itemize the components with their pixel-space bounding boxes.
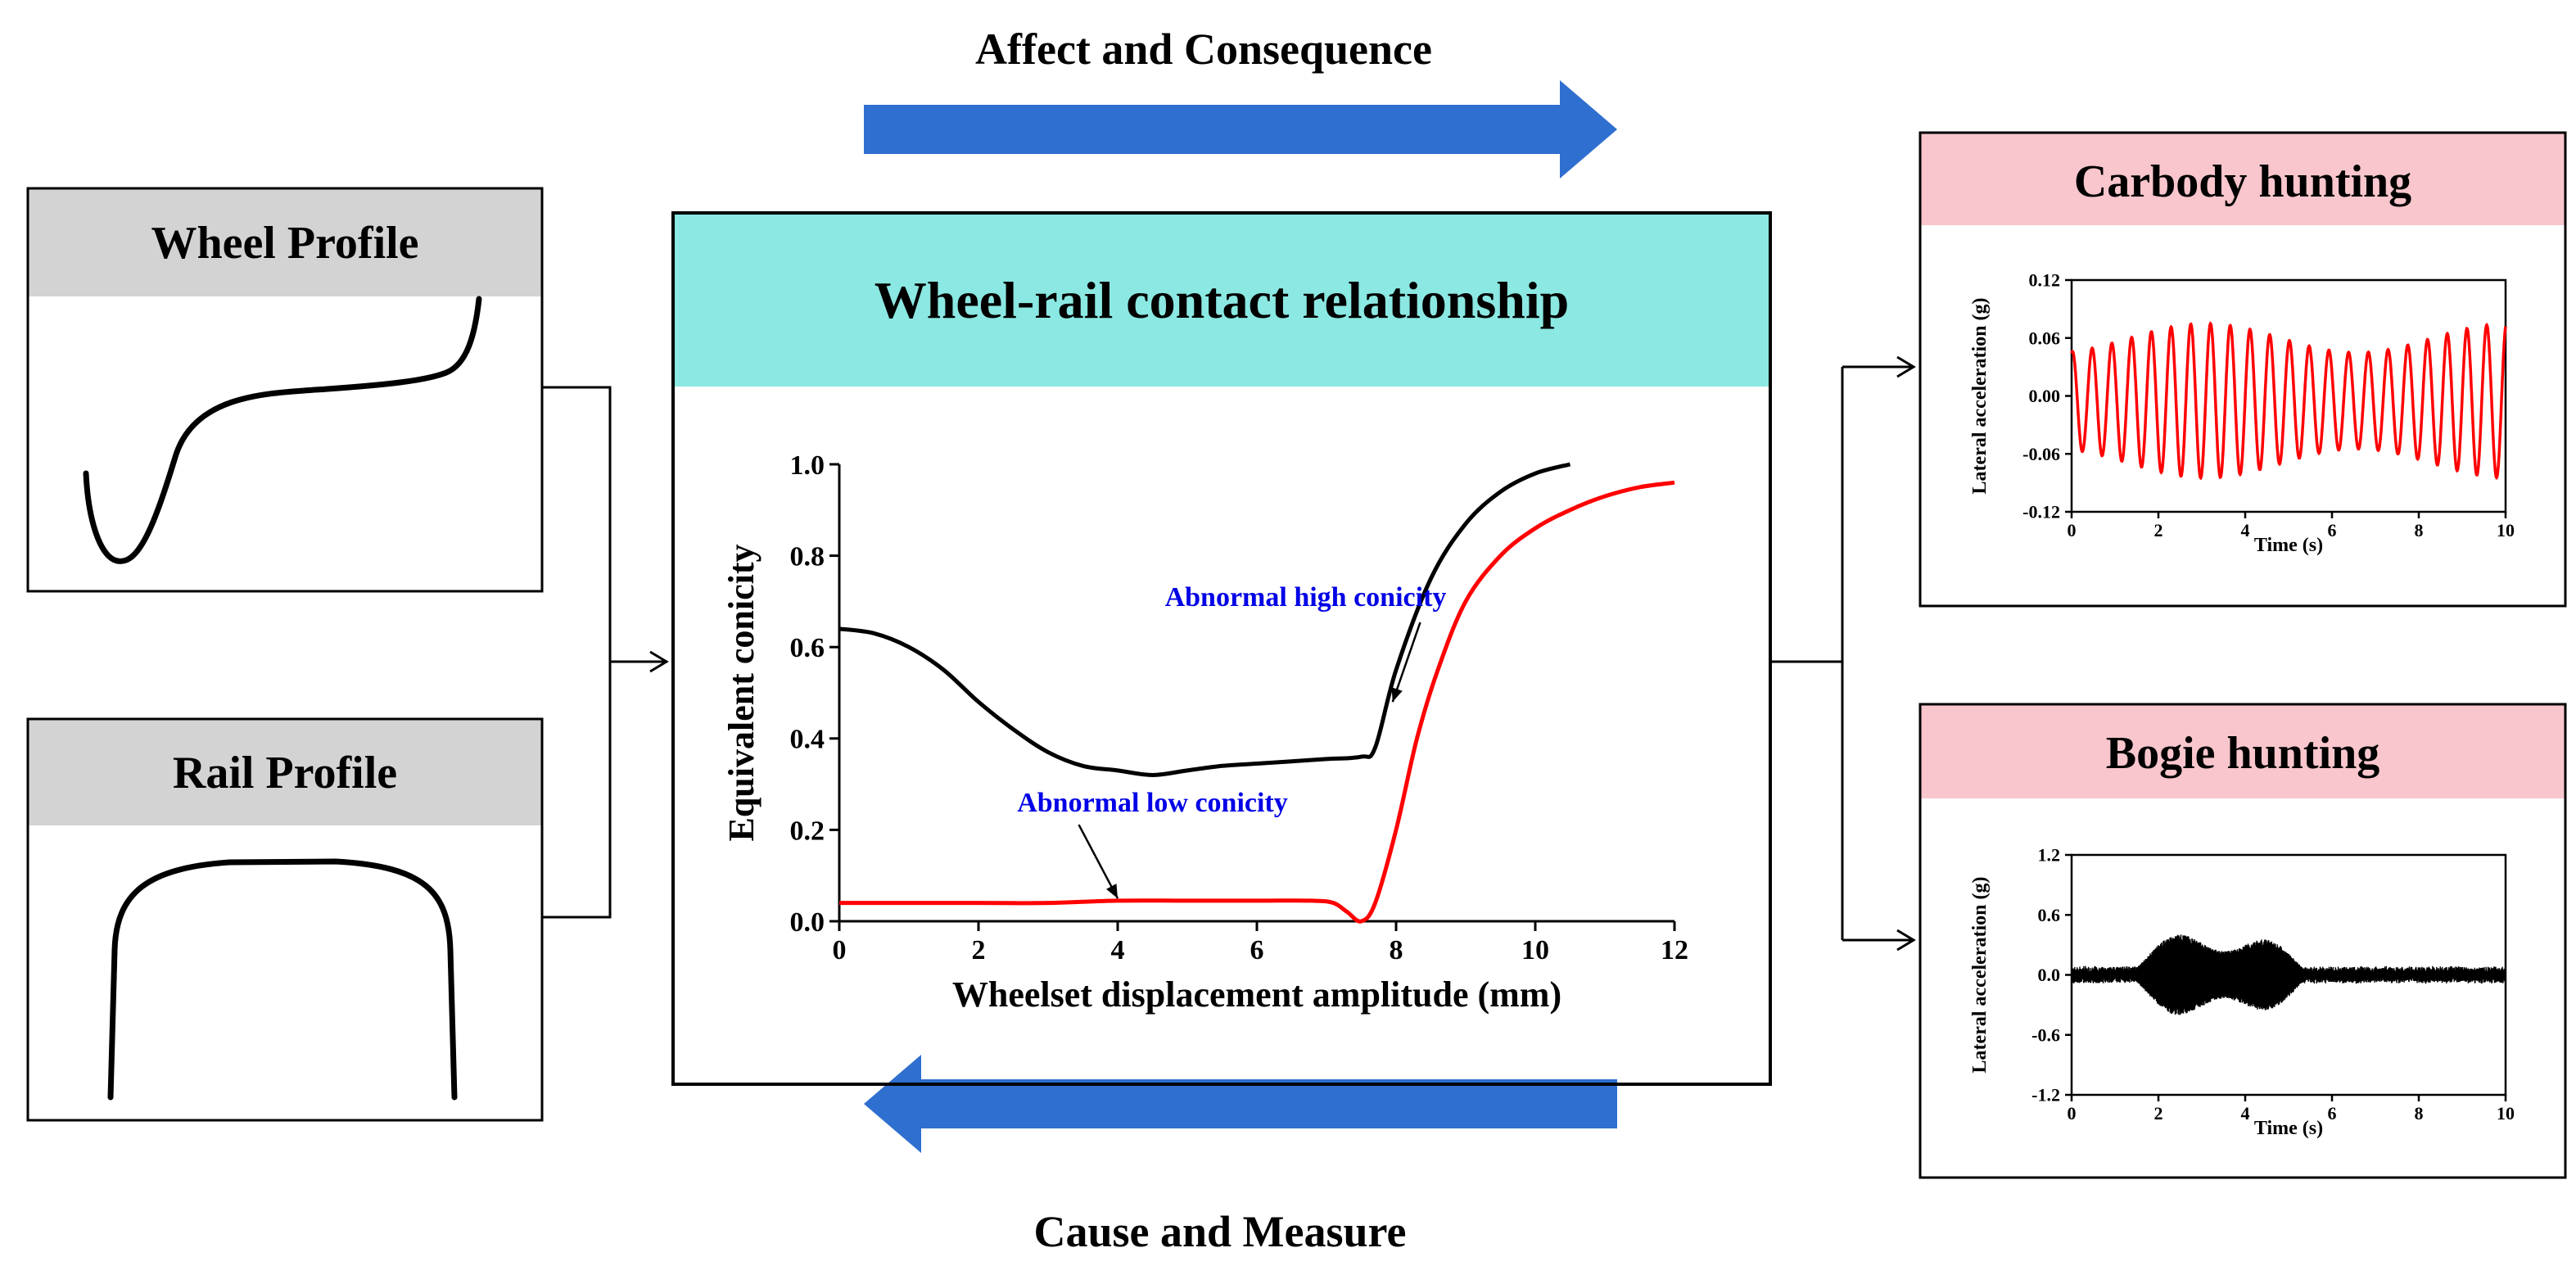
y-axis-label: Equivalent conicity xyxy=(721,544,762,841)
y-tick-label: 1.2 xyxy=(2038,845,2061,866)
rail-profile-border xyxy=(26,717,544,1122)
x-tick-label: 8 xyxy=(1390,935,1403,965)
y-axis-label: Lateral acceleration (g) xyxy=(1969,877,1991,1074)
wheel-profile-header xyxy=(28,188,542,296)
y-tick-label: 0.2 xyxy=(790,816,825,846)
x-axis-label: Time (s) xyxy=(2254,535,2323,556)
annotation-arrowhead xyxy=(1106,884,1118,899)
x-tick-label: 10 xyxy=(1521,935,1549,965)
y-tick-label: 0.0 xyxy=(2038,965,2061,985)
x-tick-label: 0 xyxy=(2068,520,2077,540)
x-tick-label: 10 xyxy=(2497,1103,2515,1124)
y-tick-label: -0.12 xyxy=(2022,502,2060,522)
bogie-hunting-panel: Bogie hunting 0 2 4 6 8 10 -1.2 -0.6 0.0 0.6 1.2Ti… xyxy=(1918,703,2567,1179)
right-connectors xyxy=(1770,355,1916,952)
x-tick-label: 6 xyxy=(2328,520,2337,540)
carbody-series xyxy=(2070,321,2507,481)
x-tick-label: 4 xyxy=(2241,520,2250,540)
carbody-panel-header xyxy=(1920,133,2565,225)
bogie-panel-border xyxy=(1918,703,2567,1179)
y-tick-label: 0.8 xyxy=(790,542,825,572)
center-panel: Wheel-rail contact relationship 0 2 4 6 8 10 1… xyxy=(671,211,1772,1086)
y-tick-label: 0.12 xyxy=(2029,270,2061,291)
x-tick-label: 10 xyxy=(2497,520,2515,540)
y-axis-label: Lateral acceleration (g) xyxy=(1969,298,1991,495)
y-tick-label: 1.0 xyxy=(790,450,825,481)
x-tick-label: 2 xyxy=(2154,520,2163,540)
left-connectors xyxy=(542,386,669,919)
center-panel-border xyxy=(671,211,1772,1086)
wheel-profile-border xyxy=(26,187,544,593)
rail-profile-curve xyxy=(107,858,458,1101)
rail-profile-panel: Rail Profile xyxy=(26,717,544,1122)
right-arrow-icon xyxy=(864,80,1617,179)
carbody-panel-border xyxy=(1918,131,2567,608)
y-tick-label: -1.2 xyxy=(2031,1085,2060,1105)
y-tick-label: 0.06 xyxy=(2029,328,2061,348)
x-axis-label: Wheelset displacement amplitude (mm) xyxy=(952,974,1561,1015)
x-tick-label: 6 xyxy=(1250,935,1264,965)
rail-profile-title: Rail Profile xyxy=(173,748,397,798)
x-axis-label: Time (s) xyxy=(2254,1118,2323,1139)
annotation-arrow-line xyxy=(1391,622,1421,703)
rail-profile-header xyxy=(28,719,542,825)
conicity-series-black xyxy=(838,462,1571,777)
center-panel-title: Wheel-rail contact relationship xyxy=(874,271,1570,329)
y-tick-label: 0.6 xyxy=(2038,905,2061,925)
conicity-series-red xyxy=(839,480,1675,924)
x-tick-label: 0 xyxy=(2068,1103,2077,1124)
bogie-panel-header xyxy=(1920,704,2565,798)
x-tick-label: 0 xyxy=(833,935,847,965)
y-tick-label: -0.06 xyxy=(2022,444,2060,464)
x-tick-label: 4 xyxy=(1111,935,1125,965)
bogie-panel-title: Bogie hunting xyxy=(2106,728,2380,779)
y-tick-label: 0.0 xyxy=(790,907,825,938)
bottom-arrow-label: Cause and Measure xyxy=(1033,1207,1406,1256)
wheel-profile-panel: Wheel Profile xyxy=(26,187,544,593)
x-tick-label: 6 xyxy=(2328,1103,2337,1124)
x-tick-label: 4 xyxy=(2241,1103,2250,1124)
annotation-arrow-line xyxy=(1078,824,1119,899)
wheel-profile-title: Wheel Profile xyxy=(151,218,418,269)
x-tick-label: 8 xyxy=(2415,1103,2424,1124)
x-tick-label: 8 xyxy=(2415,520,2424,540)
y-tick-label: 0.6 xyxy=(790,633,825,663)
x-tick-label: 2 xyxy=(972,935,986,965)
y-tick-label: 0.4 xyxy=(790,725,825,755)
center-panel-header xyxy=(673,213,1770,387)
x-tick-label: 2 xyxy=(2154,1103,2163,1124)
x-tick-label: 12 xyxy=(1661,935,1688,965)
wheel-profile-curve xyxy=(83,296,482,564)
annotation-arrowhead xyxy=(1391,687,1403,703)
annotation-high-conicity: Abnormal high conicity xyxy=(1165,582,1447,613)
left-arrow-icon xyxy=(864,1055,1617,1153)
carbody-panel-title: Carbody hunting xyxy=(2074,156,2411,207)
top-arrow-label: Affect and Consequence xyxy=(975,25,1432,74)
annotation-low-conicity: Abnormal low conicity xyxy=(1017,788,1288,818)
carbody-hunting-panel: Carbody hunting 0 2 4 6 8 10 -0.12 -0.06 0.00 0.0… xyxy=(1918,131,2567,608)
y-tick-label: -0.6 xyxy=(2031,1024,2060,1045)
bogie-series xyxy=(2071,934,2506,1015)
y-tick-label: 0.00 xyxy=(2029,386,2061,406)
